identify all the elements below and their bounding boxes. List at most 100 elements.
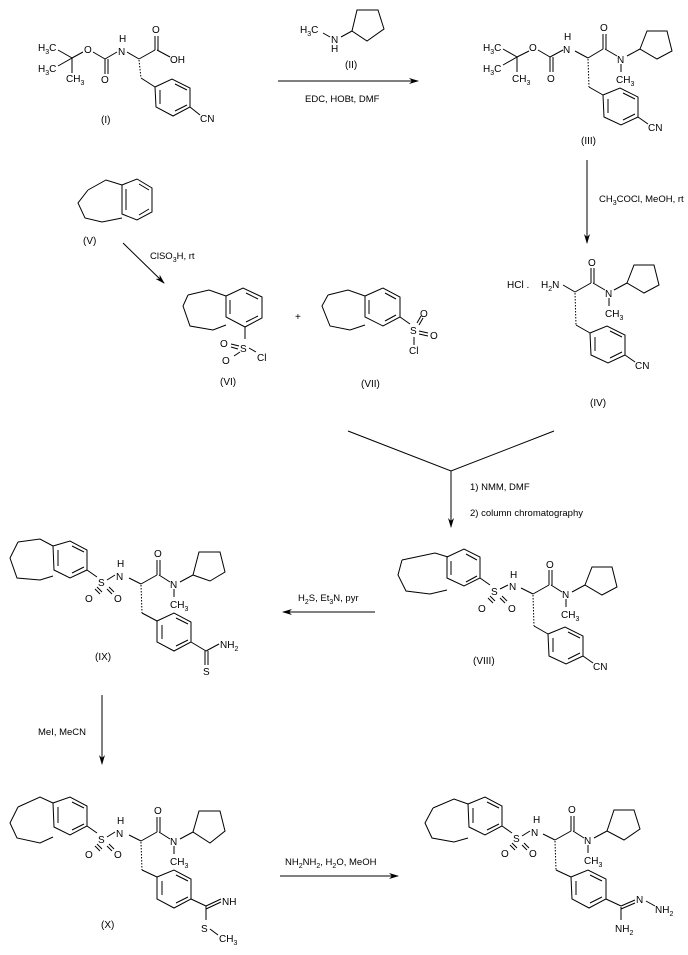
- atom-n: N: [584, 836, 591, 847]
- conditions-step3: ClSO3H, rt: [150, 251, 195, 264]
- atom-o: O: [85, 594, 93, 605]
- conditions-step6: MeI, MeCN: [38, 727, 86, 738]
- atom-n: N: [605, 289, 612, 300]
- atom-cl: Cl: [257, 353, 266, 364]
- atom-o: O: [222, 356, 230, 367]
- compound-label: (VIII): [473, 656, 495, 667]
- atom-s: S: [203, 667, 210, 678]
- atom-ch3: CH3: [584, 856, 602, 869]
- atom-n: N: [617, 55, 624, 66]
- atom-cn: CN: [648, 123, 662, 134]
- compound-label: (III): [581, 136, 596, 147]
- atom-ch3: CH3: [219, 934, 237, 947]
- atom-n: N: [531, 828, 538, 839]
- atom-o: O: [101, 75, 109, 86]
- atom-cn: CN: [200, 114, 214, 125]
- atom-o: O: [508, 604, 516, 615]
- atom-n: N: [170, 837, 177, 848]
- atom-o: O: [529, 849, 537, 860]
- atom-o: O: [547, 74, 555, 85]
- compound-final: S O O N H O N CH3 N NH2 NH2: [424, 796, 673, 937]
- atom-ch3: CH3: [616, 75, 634, 88]
- atom-s: S: [491, 587, 498, 598]
- arrow-step3: [122, 242, 165, 284]
- atom-h3c: H3C: [38, 43, 56, 56]
- atom-n: N: [116, 829, 123, 840]
- compound-VII: S O O Cl (VII): [321, 287, 438, 390]
- compound-label: (VI): [220, 377, 236, 388]
- atom-o: O: [430, 331, 438, 342]
- atom-o: O: [478, 604, 486, 615]
- conditions-step5: H2S, Et3N, pyr: [298, 593, 359, 606]
- atom-h: H: [533, 815, 540, 826]
- compound-VI: S O O Cl (VI): [182, 287, 266, 388]
- atom-o: O: [154, 806, 162, 817]
- atom-ch3: CH3: [605, 309, 623, 322]
- conditions-step4a: 1) NMM, DMF: [470, 482, 530, 493]
- compound-VIII: S O O N H O N CH3 CN (VIII): [397, 548, 618, 673]
- conditions-step4b: 2) column chromatography: [470, 508, 583, 519]
- atom-s: S: [98, 578, 105, 589]
- atom-o: O: [220, 339, 228, 350]
- atom-n: N: [509, 582, 516, 593]
- atom-h: H: [564, 32, 571, 43]
- compound-X: S O O N H O N CH3 NH S CH3 (X): [9, 796, 237, 947]
- atom-o: O: [114, 594, 122, 605]
- compound-label: (VII): [361, 379, 380, 390]
- compound-V: (V): [77, 178, 153, 247]
- salt-label: HCl .: [507, 280, 529, 291]
- atom-h3c: H3C: [483, 43, 501, 56]
- conditions-step7: NH2NH2, H2O, MeOH: [285, 857, 377, 870]
- atom-o: O: [501, 849, 509, 860]
- atom-o: O: [546, 560, 554, 571]
- atom-s: S: [410, 326, 417, 337]
- atom-h: H: [117, 559, 124, 570]
- atom-s: S: [240, 344, 247, 355]
- atom-s: S: [513, 834, 520, 845]
- compound-II: H3C N H (II): [300, 9, 385, 71]
- compound-III: H3C H3C CH3 O O N H O N CH3 CN (III): [483, 23, 673, 147]
- atom-ch3: CH3: [512, 74, 530, 87]
- atom-o: O: [529, 43, 537, 54]
- atom-cn: CN: [635, 361, 649, 372]
- atom-s: S: [98, 835, 105, 846]
- atom-nh2: NH2: [655, 905, 673, 918]
- atom-h3c: H3C: [300, 25, 318, 38]
- atom-nh2: NH2: [220, 640, 238, 653]
- atom-n: N: [563, 45, 570, 56]
- atom-o: O: [84, 45, 92, 56]
- atom-o: O: [114, 850, 122, 861]
- compound-label: (I): [101, 115, 110, 126]
- atom-h3c: H3C: [38, 64, 56, 77]
- conditions-step2: CH3COCl, MeOH, rt: [599, 194, 684, 207]
- atom-s: S: [201, 924, 208, 935]
- atom-n: N: [331, 35, 338, 46]
- atom-o: O: [420, 309, 428, 320]
- atom-nh: NH: [222, 897, 236, 908]
- atom-nh2: NH2: [615, 924, 633, 937]
- atom-cn: CN: [593, 662, 607, 673]
- atom-h2n: H2N: [541, 280, 559, 293]
- compound-label: (IV): [590, 398, 606, 409]
- atom-n: N: [116, 572, 123, 583]
- atom-n: N: [170, 580, 177, 591]
- atom-h: H: [510, 570, 517, 581]
- atom-h: H: [117, 816, 124, 827]
- compound-IV: HCl . H2N O N CH3 CN (IV): [507, 258, 660, 409]
- atom-o: O: [85, 850, 93, 861]
- atom-o: O: [154, 549, 162, 560]
- atom-n: N: [636, 895, 643, 906]
- atom-ch3: CH3: [170, 600, 188, 613]
- atom-o: O: [152, 25, 160, 36]
- compound-I: H3C H3C CH3 O O N H O OH CN (I): [38, 25, 214, 126]
- atom-h3c: H3C: [483, 64, 501, 77]
- plus-sign: +: [295, 312, 301, 323]
- atom-n: N: [118, 47, 125, 58]
- atom-ch3: CH3: [561, 610, 579, 623]
- compound-label: (V): [83, 236, 96, 247]
- atom-ch3: CH3: [170, 857, 188, 870]
- atom-o: O: [600, 23, 608, 34]
- atom-o: O: [568, 805, 576, 816]
- conditions-step1: EDC, HOBt, DMF: [305, 94, 380, 105]
- compound-IX: S O O N H O N CH3 NH2 S (IX): [9, 538, 238, 678]
